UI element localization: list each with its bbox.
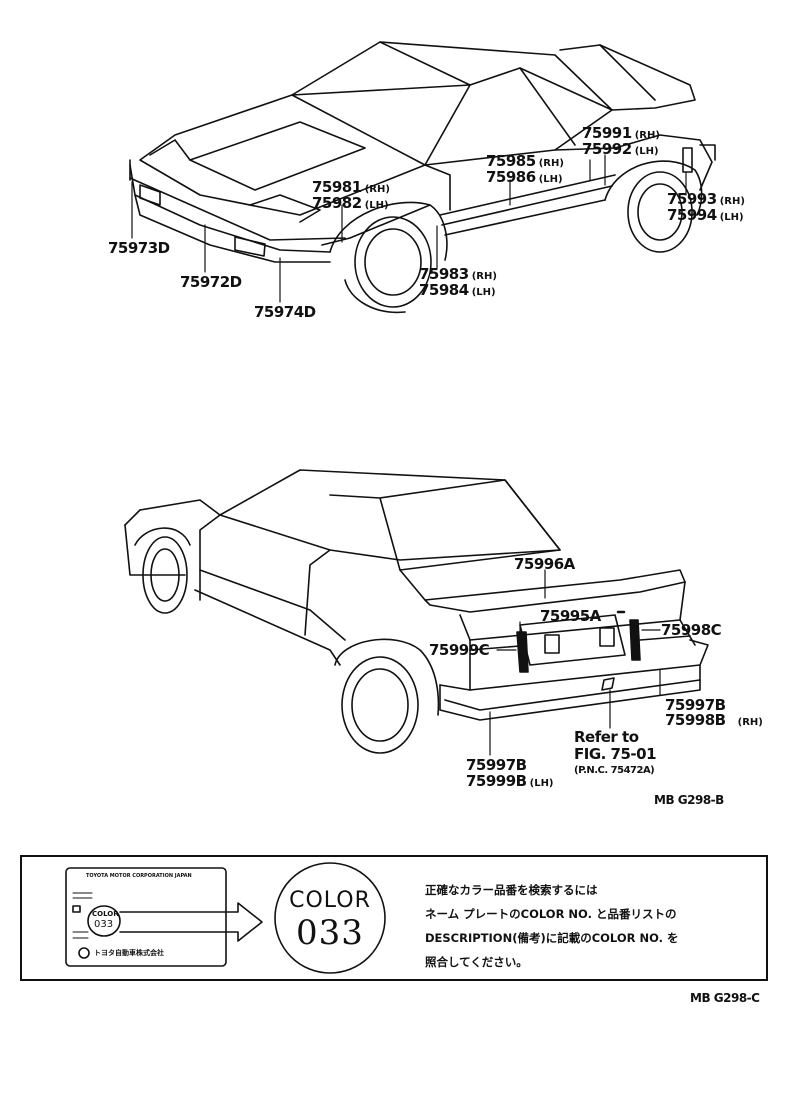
note-line: 照合してください。 xyxy=(425,955,528,969)
part-number: 75986 xyxy=(486,168,536,186)
callout-75997B-rh: 75997B xyxy=(665,696,726,714)
badge-color-value: 033 xyxy=(296,913,364,953)
side-tag: (LH) xyxy=(471,287,496,298)
side-tag: (RH) xyxy=(737,717,763,728)
callout-75994: 75994(LH) xyxy=(667,207,744,226)
callout-75991: 75991(RH) xyxy=(582,125,660,144)
side-tag: (RH) xyxy=(719,196,745,207)
side-tag: (RH) xyxy=(364,184,390,195)
part-number: 75993 xyxy=(667,190,717,208)
plate-color-label: COLOR xyxy=(92,910,119,918)
callout-75997B-lh: 75997B xyxy=(466,756,527,774)
refer-to-label: Refer to xyxy=(574,728,639,746)
callout-75985: 75985(RH) xyxy=(486,153,564,172)
side-tag: (LH) xyxy=(364,200,389,211)
callout-75992: 75992(LH) xyxy=(582,141,659,160)
part-number: 75982 xyxy=(312,194,362,212)
figure-code-note: MB G298-C xyxy=(690,991,760,1005)
side-tag: (LH) xyxy=(529,778,554,789)
badge-color-label: COLOR xyxy=(289,888,371,913)
callout-75999B: 75999B(LH) xyxy=(466,773,554,792)
color-note-box xyxy=(20,855,768,981)
callout-75984: 75984(LH) xyxy=(419,282,496,301)
part-number: 75998B xyxy=(665,711,726,729)
callout-75999C: 75999C xyxy=(429,641,490,659)
callout-75986: 75986(LH) xyxy=(486,169,563,188)
color-note-text: 正確なカラー品番を検索するには ネーム プレートのCOLOR NO. と品番リス… xyxy=(425,878,765,974)
side-tag: (LH) xyxy=(719,212,744,223)
side-tag: (RH) xyxy=(634,130,660,141)
callout-75993: 75993(RH) xyxy=(667,191,745,210)
color-plate-illustration xyxy=(65,867,263,967)
figure-code-rear: MB G298-B xyxy=(654,793,724,807)
refer-fig-label: FIG. 75-01 xyxy=(574,745,657,763)
side-tag: (LH) xyxy=(634,146,659,157)
part-number: 75984 xyxy=(419,281,469,299)
part-number: 75991 xyxy=(582,124,632,142)
callout-75998B: 75998B (RH) xyxy=(665,712,763,731)
callout-75981: 75981(RH) xyxy=(312,179,390,198)
side-tag: (LH) xyxy=(538,174,563,185)
plate-maker: トヨタ自動車株式会社 xyxy=(94,949,164,957)
refer-pnc-label: (P.N.C. 75472A) xyxy=(574,765,655,776)
part-number: 75999B xyxy=(466,772,527,790)
front-car-illustration xyxy=(129,41,716,314)
part-number: 75983 xyxy=(419,265,469,283)
plate-color-value: 033 xyxy=(94,919,114,930)
note-line: ネーム プレートのCOLOR NO. と品番リストの xyxy=(425,907,677,921)
callout-75973D: 75973D xyxy=(108,239,170,257)
rear-car-illustration xyxy=(124,469,709,756)
callout-75996A: 75996A xyxy=(514,555,575,573)
callout-75982: 75982(LH) xyxy=(312,195,389,214)
part-number: 75985 xyxy=(486,152,536,170)
side-tag: (RH) xyxy=(538,158,564,169)
color-badge-illustration xyxy=(274,862,386,974)
part-number: 75981 xyxy=(312,178,362,196)
note-line: 正確なカラー品番を検索するには xyxy=(425,883,598,897)
callout-75974D: 75974D xyxy=(254,303,316,321)
callout-75983: 75983(RH) xyxy=(419,266,497,285)
note-line: DESCRIPTION(備考)に記載のCOLOR NO. を xyxy=(425,931,679,945)
part-number: 75992 xyxy=(582,140,632,158)
part-number: 75994 xyxy=(667,206,717,224)
callout-75972D: 75972D xyxy=(180,273,242,291)
callout-75998C: 75998C xyxy=(661,621,722,639)
side-tag: (RH) xyxy=(471,271,497,282)
callout-75995A: 75995A xyxy=(540,607,601,625)
plate-header: TOYOTA MOTOR CORPORATION JAPAN xyxy=(86,873,192,879)
